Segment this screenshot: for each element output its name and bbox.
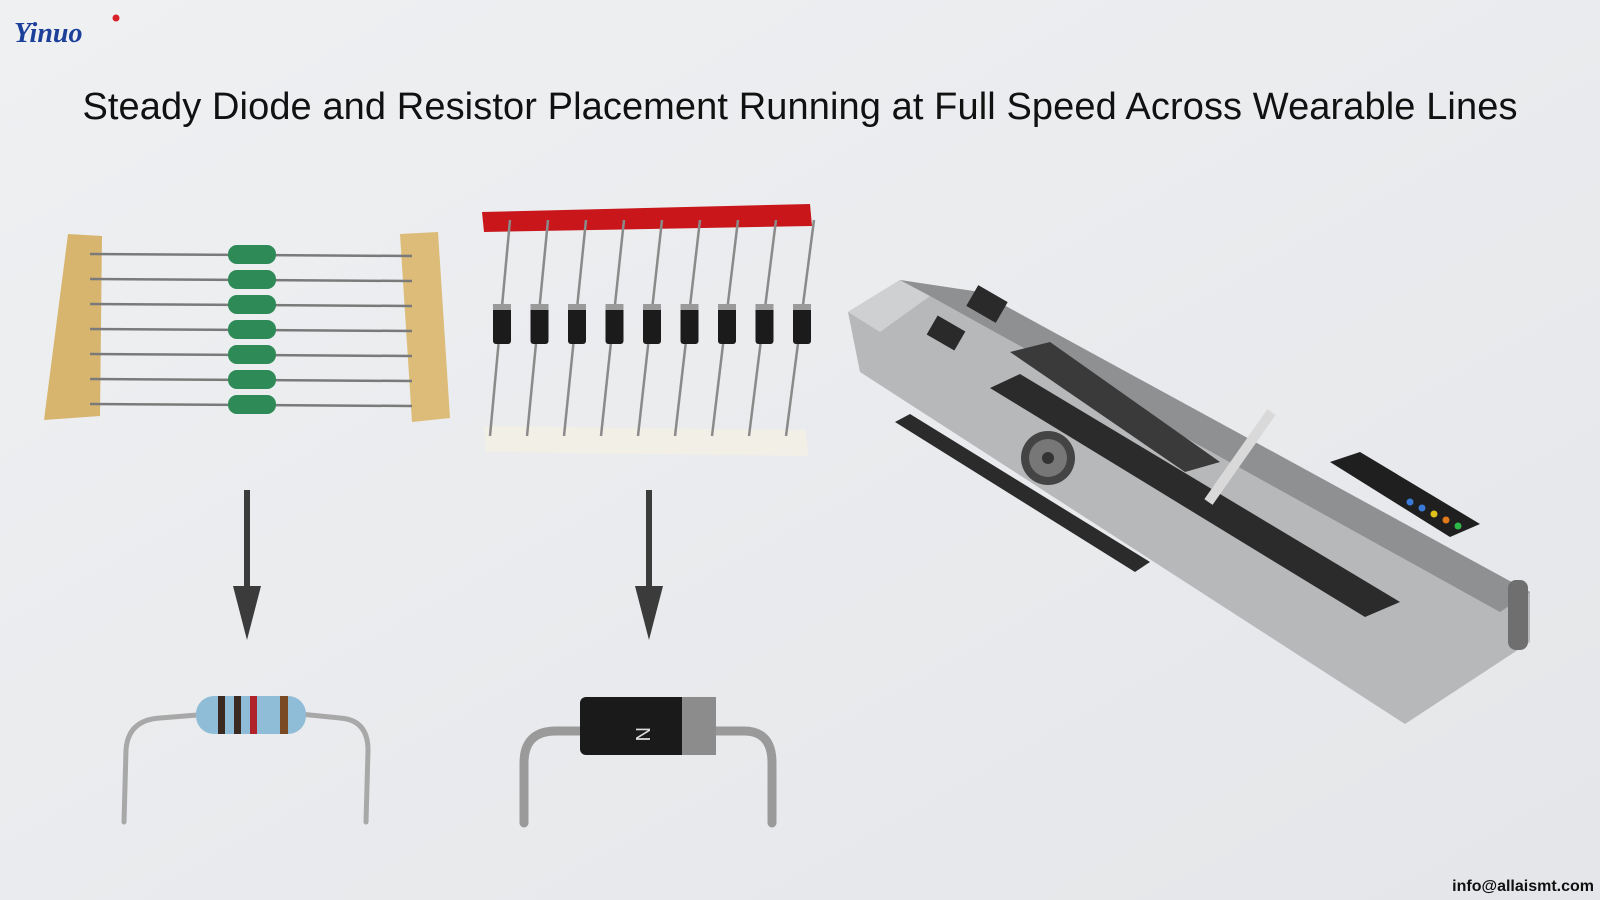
diode-rows bbox=[488, 219, 816, 437]
resistor-tape-strip bbox=[44, 232, 450, 422]
arrow-down-icon bbox=[635, 490, 663, 640]
resistor-body bbox=[228, 320, 276, 339]
resistor-body bbox=[228, 245, 276, 264]
diode-marking: N bbox=[631, 727, 653, 741]
diode-body bbox=[568, 304, 586, 344]
diode-body bbox=[793, 304, 811, 344]
diode-band bbox=[568, 304, 586, 310]
resistor-body bbox=[228, 370, 276, 389]
resistor-body bbox=[228, 270, 276, 289]
brand-logo: Yinuo bbox=[14, 14, 120, 48]
diode-body bbox=[718, 304, 736, 344]
diode-band bbox=[718, 304, 736, 310]
resistor-body bbox=[228, 345, 276, 364]
page-title: Steady Diode and Resistor Placement Runn… bbox=[82, 86, 1518, 128]
diode-body bbox=[643, 304, 661, 344]
diode-body bbox=[680, 304, 699, 344]
diode-body bbox=[605, 304, 624, 344]
diode-band bbox=[755, 304, 774, 310]
diode-tape-strip bbox=[482, 204, 816, 456]
diode-band bbox=[793, 304, 811, 310]
diode-body bbox=[755, 304, 774, 344]
diode-body bbox=[493, 304, 511, 344]
resistor-body bbox=[228, 395, 276, 414]
diode-band bbox=[493, 304, 511, 310]
contact-email[interactable]: info@allaismt.com bbox=[1452, 878, 1594, 895]
arrow-down-icon bbox=[233, 490, 261, 640]
diode-band bbox=[643, 304, 661, 310]
formed-diode: N bbox=[519, 697, 777, 828]
diode-band bbox=[680, 304, 699, 310]
formed-resistor bbox=[121, 696, 371, 825]
diode-body bbox=[530, 304, 549, 344]
diode-band bbox=[530, 304, 549, 310]
resistor-rows bbox=[89, 245, 413, 414]
diode-band bbox=[605, 304, 624, 310]
resistor-body bbox=[228, 295, 276, 314]
axial-component-feeder-machine bbox=[848, 280, 1530, 724]
brand-logo-text: Yinuo bbox=[14, 18, 82, 48]
